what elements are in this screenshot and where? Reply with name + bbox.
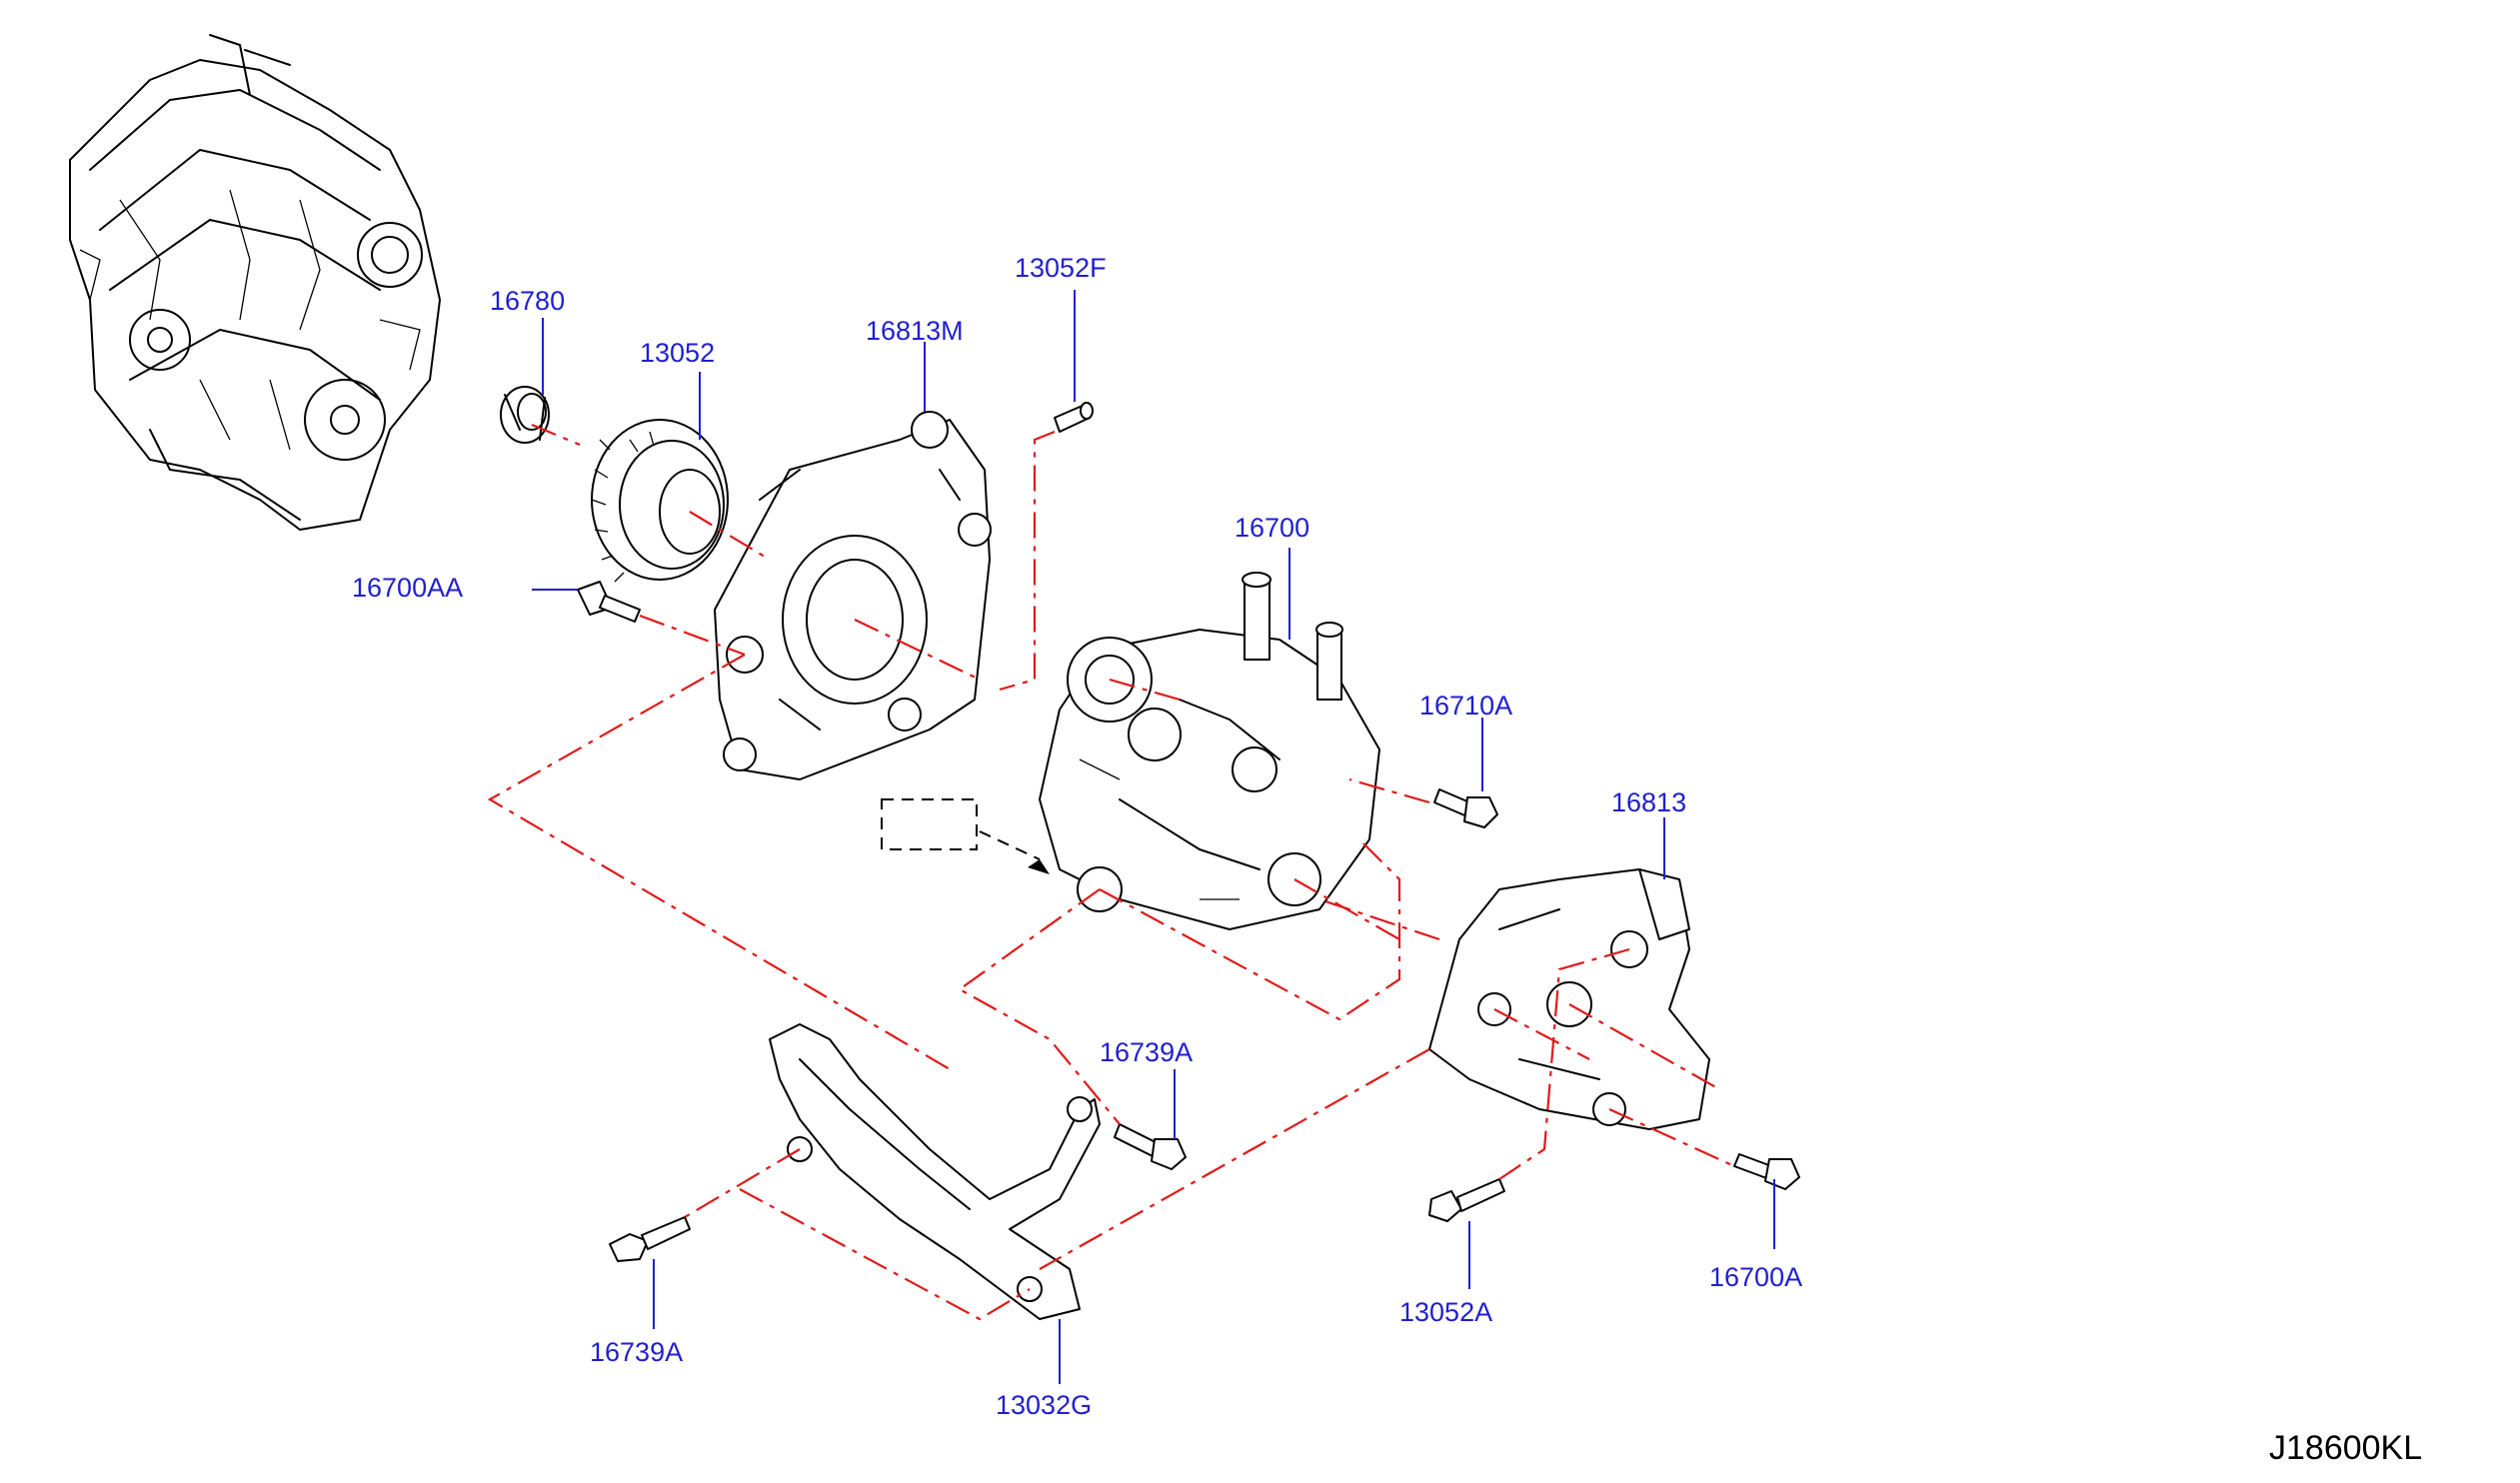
leader-lines: [532, 290, 1775, 1384]
reference-box: [881, 798, 1050, 874]
part-16700A-bolt: [1733, 1153, 1800, 1190]
callout-16813: 16813: [1611, 787, 1687, 817]
assembly-lines: [487, 423, 1735, 1321]
part-13052A-bolt: [1428, 1178, 1505, 1222]
part-13032G-bracket: [769, 1023, 1101, 1320]
part-16700-pump: [1039, 572, 1380, 930]
callout-16710A: 16710A: [1419, 691, 1513, 721]
part-16813-bracket: [1428, 868, 1710, 1130]
part-13052F-dowel-pin: [1054, 402, 1094, 433]
callout-16700A: 16700A: [1709, 1262, 1803, 1292]
part-13052-sprocket: [591, 419, 729, 583]
part-16710A-bolt: [1433, 788, 1498, 828]
callout-16700: 16700: [1235, 513, 1310, 543]
callout-16780: 16780: [490, 286, 566, 316]
part-16700AA-bolt: [577, 581, 641, 623]
callout-13032G: 13032G: [996, 1390, 1093, 1420]
callout-16739A-left: 16739A: [590, 1337, 684, 1367]
part-16739A-bolt-left: [609, 1216, 691, 1262]
callout-16739A-right: 16739A: [1100, 1037, 1194, 1067]
diagram-reference-code: J18600KL: [2269, 1429, 2423, 1467]
callout-16700AA: 16700AA: [352, 573, 464, 603]
callout-13052A: 13052A: [1399, 1297, 1493, 1327]
engine-illustration: [69, 34, 441, 531]
callout-13052F: 13052F: [1015, 253, 1107, 283]
part-16780-seal: [500, 386, 550, 444]
callout-13052: 13052: [640, 338, 716, 368]
part-16813M-cover: [714, 411, 992, 780]
callout-16813M: 16813M: [866, 316, 964, 346]
